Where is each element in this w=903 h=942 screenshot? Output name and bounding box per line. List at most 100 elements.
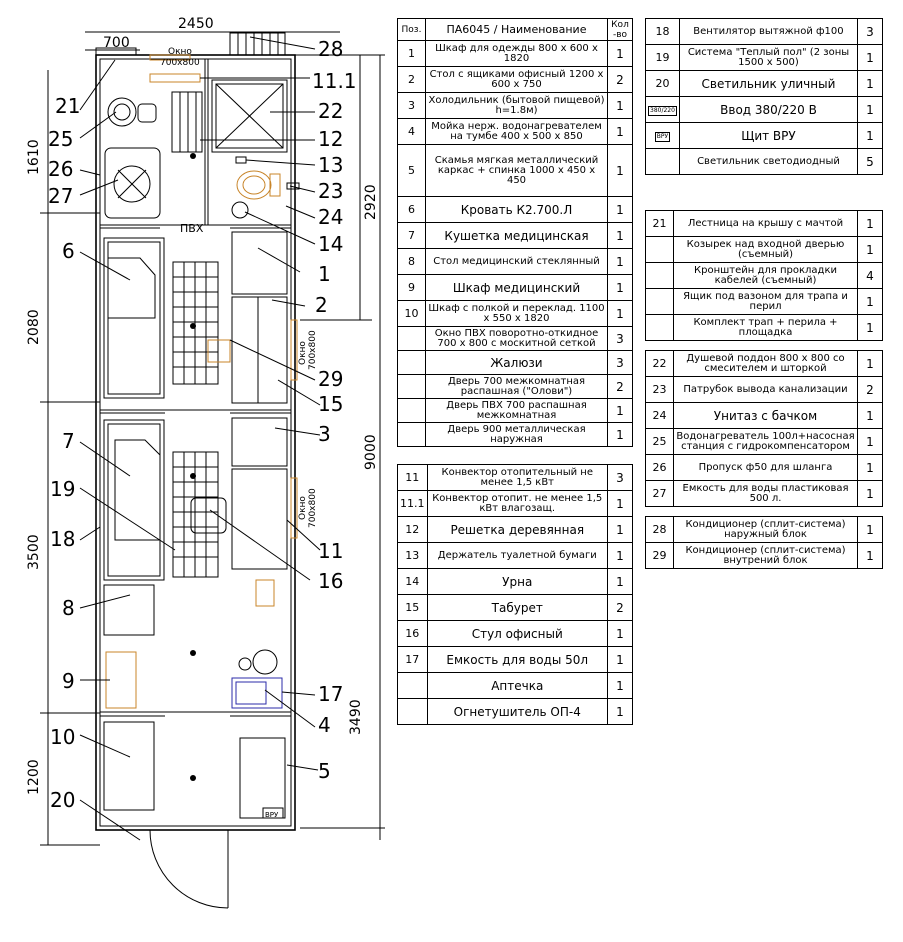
wardrobe xyxy=(231,231,288,295)
cell-qty: 1 xyxy=(857,122,883,149)
callout-8: 8 xyxy=(62,596,75,620)
office-desk xyxy=(231,296,288,404)
callout-13: 13 xyxy=(318,153,343,177)
cell-pos xyxy=(397,350,426,375)
callout-5: 5 xyxy=(318,759,331,783)
header-qty: Кол -во xyxy=(607,18,633,41)
cell-pos: 380/220 xyxy=(645,96,680,123)
cell-qty: 1 xyxy=(607,300,633,327)
cell-pos: 23 xyxy=(645,376,674,403)
cell-qty: 1 xyxy=(857,542,883,569)
callout-10: 10 xyxy=(50,725,75,749)
cell-qty: 1 xyxy=(607,144,633,197)
cell-name: Комплект трап + перила + площадка xyxy=(673,314,858,341)
callout-14: 14 xyxy=(318,232,343,256)
callout-11: 11 xyxy=(318,539,343,563)
table-row: Козырек над входной дверью (съемный)1 xyxy=(645,236,883,263)
callout-25: 25 xyxy=(48,127,73,151)
cell-name: Дверь 700 межкомнатная распашная ("Олови… xyxy=(425,374,608,399)
cell-name: Кондиционер (сплит-система) внутрений бл… xyxy=(673,542,858,569)
cell-pos xyxy=(645,314,674,341)
shower-tray xyxy=(211,79,288,153)
cell-name: Аптечка xyxy=(426,672,608,699)
cell-qty: 2 xyxy=(607,594,633,621)
header-name: ПА6045 / Наименование xyxy=(425,18,608,41)
cell-pos: 4 xyxy=(397,118,426,145)
window-side-label-2: Окно xyxy=(298,496,308,520)
callout-19: 19 xyxy=(50,477,75,501)
cell-qty: 1 xyxy=(857,288,883,315)
floor-plan: 2450 700 1610 2080 3500 1200 2920 9000 3… xyxy=(26,16,385,909)
wardrobe-shelf xyxy=(103,721,155,811)
cell-name: Емкость для воды пластиковая 500 л. xyxy=(673,480,858,507)
cell-qty: 1 xyxy=(857,70,883,97)
cell-name: Табурет xyxy=(426,594,608,621)
cell-name: Система "Теплый пол" (2 зоны 1500 x 500) xyxy=(678,44,859,71)
cell-pos xyxy=(397,374,426,399)
cell-pos: 5 xyxy=(397,144,426,197)
table-row: Дверь 700 межкомнатная распашная ("Олови… xyxy=(397,374,633,399)
callout-3: 3 xyxy=(318,422,331,446)
bed xyxy=(103,237,165,399)
callout-24: 24 xyxy=(318,205,343,229)
cell-name: Огнетушитель ОП-4 xyxy=(426,698,608,725)
cell-qty: 1 xyxy=(607,196,633,223)
water-heater xyxy=(107,97,137,127)
cell-qty: 1 xyxy=(607,40,633,67)
cell-pos xyxy=(397,326,426,351)
cell-qty: 1 xyxy=(857,210,883,237)
cell-name: Светильник светодиодный xyxy=(678,148,859,175)
cell-name: Холодильник (бытовой пищевой) h=1.8м) xyxy=(425,92,608,119)
cell-qty: 1 xyxy=(607,248,633,275)
cell-name: Душевой поддон 800 x 800 со смесителем и… xyxy=(673,350,858,377)
cell-qty: 4 xyxy=(857,262,883,289)
cell-pos: 6 xyxy=(397,196,426,223)
cell-qty: 1 xyxy=(607,568,633,595)
cell-pos xyxy=(397,698,428,725)
cell-pos: 29 xyxy=(645,542,674,569)
dim-2080: 2080 xyxy=(26,309,42,345)
medical-table xyxy=(103,584,155,636)
cell-pos: 7 xyxy=(397,222,426,249)
cell-name: Урна xyxy=(426,568,608,595)
cell-pos: 13 xyxy=(397,542,428,569)
dim-top-total: 2450 xyxy=(178,16,214,32)
cell-qty: 1 xyxy=(857,350,883,377)
table-row: Кронштейн для прокладки кабелей (съемный… xyxy=(645,262,883,289)
cell-qty: 2 xyxy=(607,66,633,93)
cell-name: Светильник уличный xyxy=(678,70,859,97)
cell-name: Жалюзи xyxy=(425,350,608,375)
window-side-size-2: 700x800 xyxy=(308,488,318,528)
cell-name: Решетка деревянная xyxy=(426,516,608,543)
cell-name: Пропуск ф50 для шланга xyxy=(673,454,858,481)
table-header-row: Поз. ПА6045 / Наименование Кол -во xyxy=(397,18,633,41)
fridge xyxy=(231,417,288,467)
callout-11-1: 11.1 xyxy=(312,69,357,93)
cell-qty: 1 xyxy=(607,698,633,725)
cell-qty: 1 xyxy=(607,398,633,423)
dim-3490: 3490 xyxy=(348,699,364,735)
callout-6: 6 xyxy=(62,239,75,263)
cell-name: Стул офисный xyxy=(426,620,608,647)
